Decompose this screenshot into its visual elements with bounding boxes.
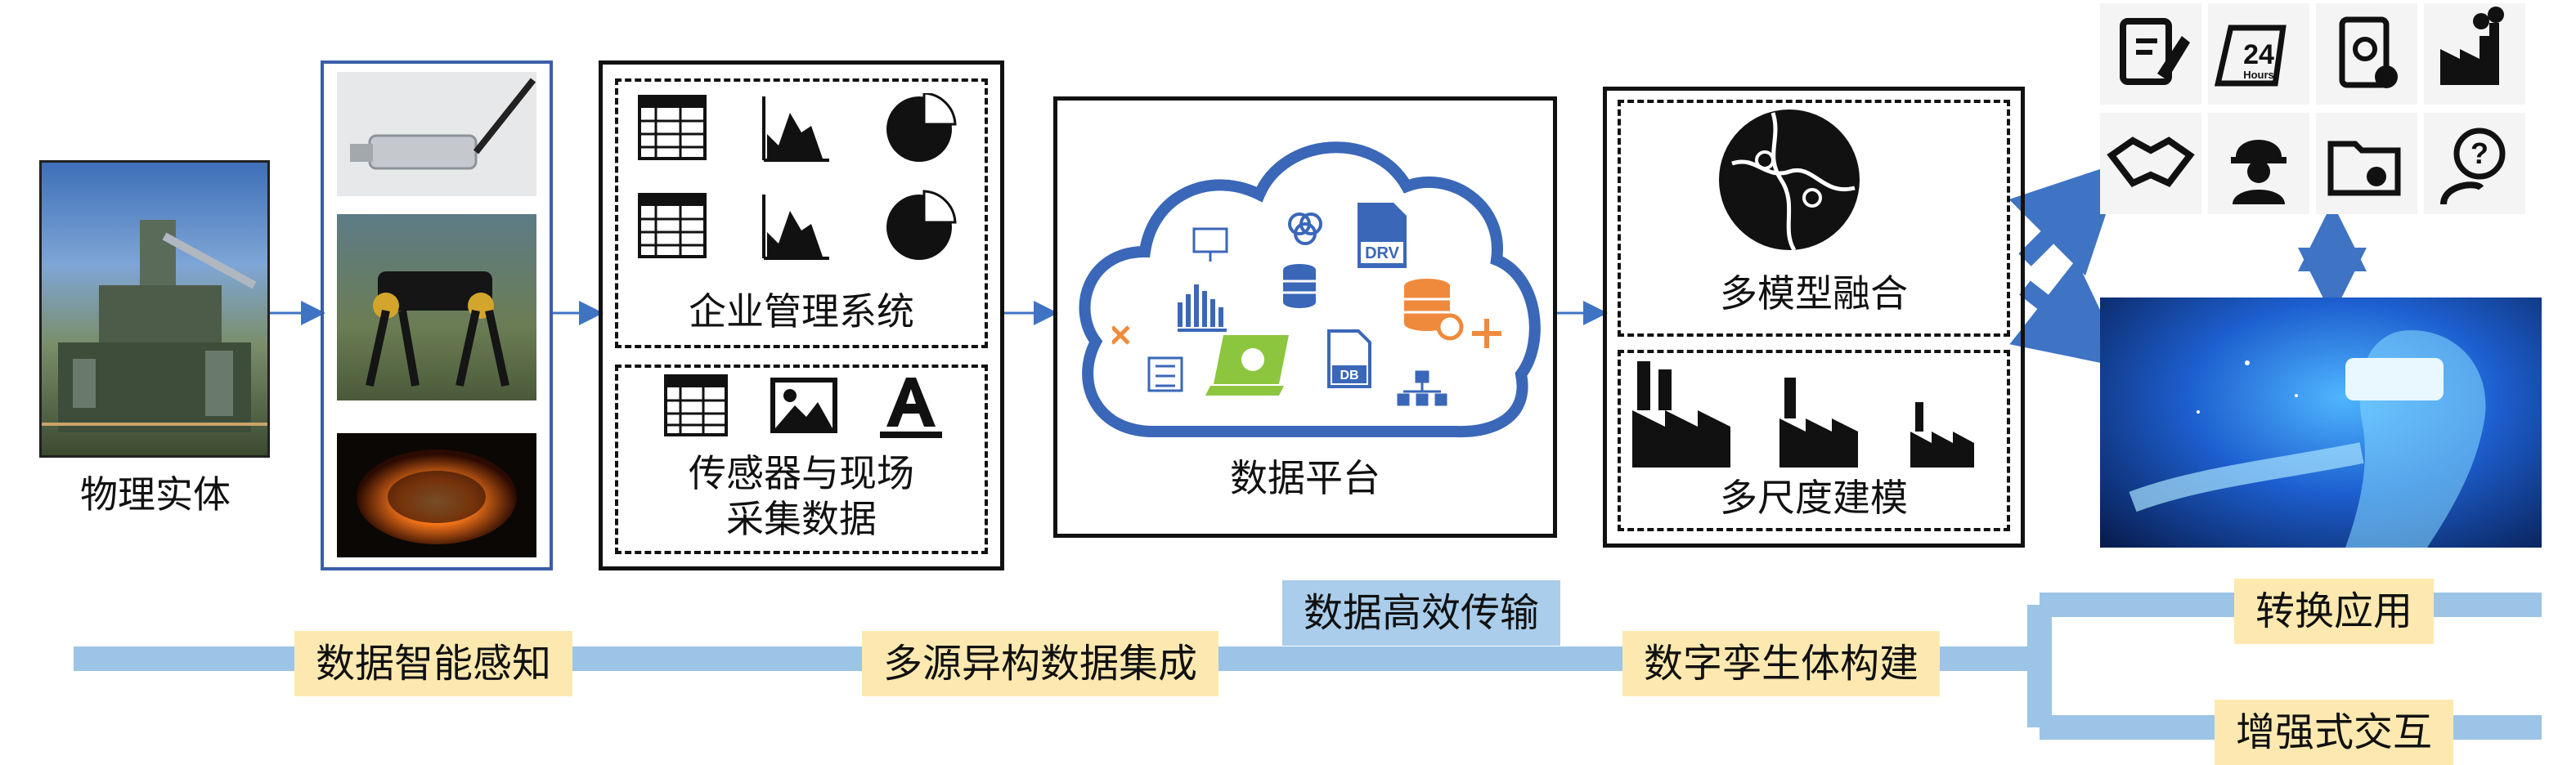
multi-scale-modeling-box bbox=[1618, 350, 2010, 531]
coins-icon bbox=[1283, 264, 1316, 308]
sliders-icon bbox=[1147, 356, 1183, 392]
sensor-data-label-line1: 传感器与现场 bbox=[689, 451, 914, 495]
blast-furnace-illustration bbox=[42, 220, 267, 432]
cross-icon bbox=[1112, 325, 1130, 345]
physical-entity-label: 物理实体 bbox=[80, 472, 231, 517]
platform-icons: DRV DB bbox=[1112, 203, 1501, 406]
presentation-chart-icon bbox=[1192, 227, 1228, 262]
pie-chart-icon bbox=[886, 93, 957, 162]
multi-model-fusion-box bbox=[1618, 100, 2010, 337]
factory-icons bbox=[1632, 361, 1974, 468]
physical-entity-photo bbox=[39, 160, 270, 458]
sensor-data-box bbox=[615, 365, 988, 554]
stage-interaction: 增强式交互 bbox=[2215, 700, 2454, 765]
data-platform-label: 数据平台 bbox=[1230, 456, 1380, 500]
factory-small-icon bbox=[1910, 402, 1974, 468]
clock-hours-text: Hours bbox=[2243, 69, 2274, 81]
robot-dog-photo bbox=[337, 214, 536, 400]
pie-chart-icon-2 bbox=[886, 190, 957, 260]
svg-text:?: ? bbox=[2471, 136, 2488, 170]
tablet-settings-icon[interactable] bbox=[2316, 3, 2417, 105]
factory-medium-icon bbox=[1779, 378, 1858, 468]
database-gear-icon bbox=[1404, 279, 1464, 341]
bar-histogram-icon bbox=[1178, 284, 1227, 332]
multi-scale-modeling-label: 多尺度建模 bbox=[1720, 476, 1908, 520]
management-system-label: 企业管理系统 bbox=[689, 289, 914, 333]
puzzle-globe-icon bbox=[1719, 110, 1860, 252]
spreadsheet-icon bbox=[638, 95, 707, 160]
arrow-model-to-vr bbox=[2009, 259, 2128, 369]
document-edit-icon[interactable] bbox=[2100, 3, 2201, 105]
vr-interaction-photo bbox=[2100, 298, 2542, 548]
spreadsheet-icon-2 bbox=[638, 193, 707, 258]
stage-transmission: 数据高效传输 bbox=[1282, 580, 1561, 646]
stage-integration: 多源异构数据集成 bbox=[862, 631, 1219, 696]
stage-construction: 数字孪生体构建 bbox=[1622, 631, 1941, 696]
image-icon bbox=[770, 378, 837, 433]
handshake-icon[interactable] bbox=[2100, 113, 2201, 214]
stage-perception: 数据智能感知 bbox=[294, 631, 573, 696]
network-tree-icon bbox=[1397, 370, 1447, 406]
molten-metal-photo bbox=[337, 433, 536, 557]
24-hours-icon[interactable]: 24 Hours bbox=[2208, 3, 2309, 105]
sensing-devices-panel bbox=[321, 60, 553, 570]
management-icons bbox=[638, 93, 957, 260]
laptop-icon bbox=[1205, 335, 1289, 396]
data-platform-box bbox=[1053, 96, 1557, 538]
clock-24-text: 24 bbox=[2243, 39, 2274, 70]
stage-application: 转换应用 bbox=[2234, 579, 2435, 644]
area-chart-icon bbox=[762, 96, 829, 162]
folder-settings-icon[interactable] bbox=[2316, 113, 2417, 214]
multi-model-fusion-label: 多模型融合 bbox=[1720, 271, 1908, 315]
pressure-sensor-photo bbox=[337, 72, 536, 196]
twin-modeling-panel bbox=[1603, 87, 2025, 548]
sensor-data-label-line2: 采集数据 bbox=[726, 497, 877, 541]
data-sources-panel bbox=[599, 60, 1004, 570]
support-question-icon[interactable]: ? bbox=[2424, 113, 2525, 214]
text-icon bbox=[880, 378, 942, 438]
table-icon bbox=[664, 374, 728, 436]
drv-text: DRV bbox=[1365, 244, 1400, 262]
db-text: DB bbox=[1340, 369, 1358, 382]
plus-icon bbox=[1472, 319, 1501, 348]
sensor-data-icons bbox=[664, 374, 942, 438]
arrow-model-to-apps bbox=[2008, 161, 2124, 276]
factory-smoke-icon[interactable] bbox=[2424, 3, 2525, 105]
worker-helmet-icon[interactable] bbox=[2208, 113, 2309, 214]
factory-large-icon bbox=[1632, 361, 1730, 468]
db-file-icon: DB bbox=[1327, 329, 1371, 388]
management-system-box bbox=[615, 78, 988, 348]
area-chart-icon-2 bbox=[762, 195, 829, 260]
venn-icon bbox=[1288, 212, 1322, 245]
drv-file-icon: DRV bbox=[1358, 203, 1407, 268]
